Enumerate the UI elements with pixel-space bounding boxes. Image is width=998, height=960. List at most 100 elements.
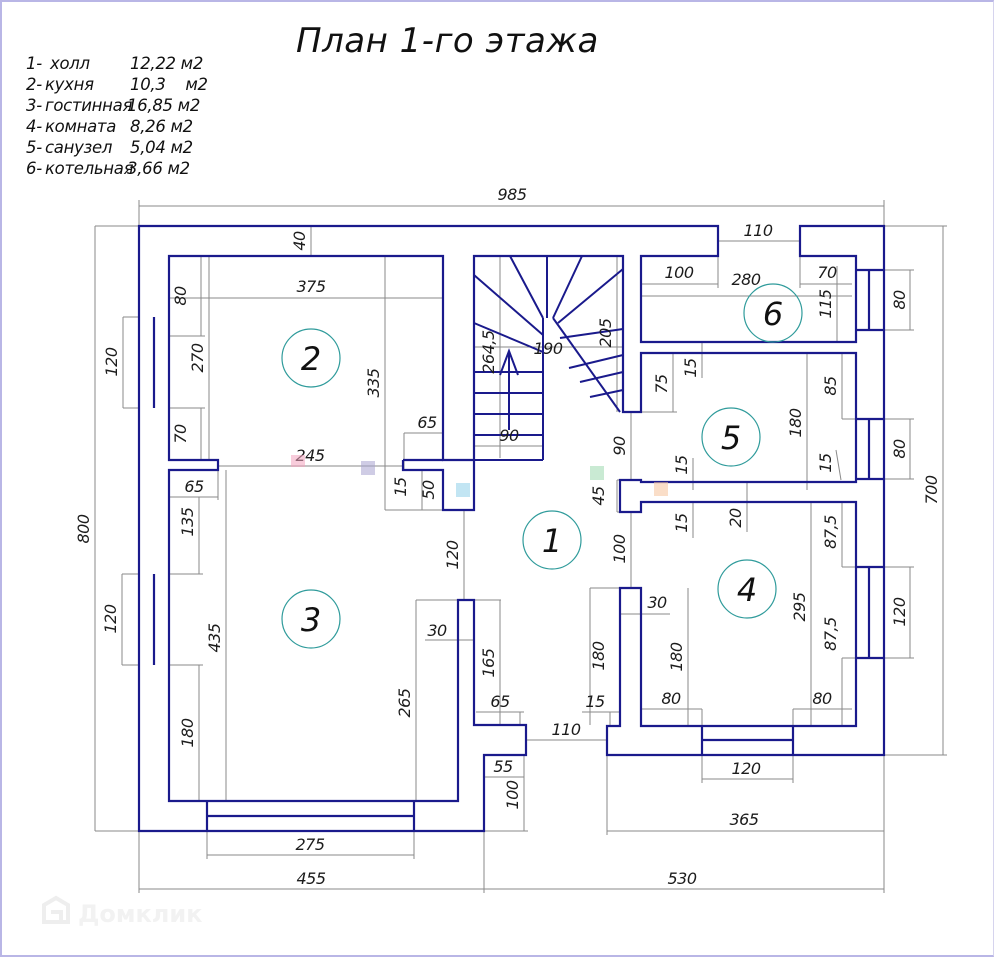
dim-r3-height: 435 [205, 623, 224, 652]
room-circle [281, 328, 341, 388]
dim-line-overall-height-left [94, 225, 139, 832]
dim-line-r6-left [641, 256, 719, 288]
dim-line-r5-right-top [841, 353, 856, 420]
dim-stair-width: 190 [533, 339, 562, 358]
dim-line-r3-stub [169, 470, 219, 500]
dim-r5-bottom: 15 [816, 453, 835, 473]
room-circle [522, 510, 582, 570]
dim-overall-height-left: 800 [74, 514, 93, 543]
window-room4-right [856, 565, 884, 660]
dim-wall15: 15 [391, 477, 410, 497]
dim-r5-right-top: 85 [821, 376, 840, 396]
dim-hall-left15: 15 [585, 692, 605, 711]
marker-green [590, 466, 604, 480]
dim-hall-pier: 165 [479, 648, 498, 677]
marker-blue [456, 483, 470, 497]
dim-line-overall-width [138, 200, 885, 226]
dim-r5-left-gap: 90 [610, 436, 629, 456]
dim-r2-height: 335 [364, 368, 383, 397]
kitchen-hall-wall [401, 458, 476, 512]
legend-num: 6- [26, 159, 42, 178]
dim-line-r4-bl [641, 708, 703, 726]
dim-top-wall: 40 [290, 231, 309, 251]
dim-r6-right: 70 [817, 263, 837, 282]
dim-r4-top-right: 87,5 [821, 515, 840, 549]
dim-line-overall-height-right [884, 225, 947, 756]
dim-line-r2-low [169, 407, 205, 460]
dim-line-window-bottom-right [701, 755, 794, 783]
dim-r3-top: 135 [178, 507, 197, 536]
dim-window-bottom-right: 120 [731, 759, 760, 778]
dim-r6-window: 80 [890, 290, 909, 310]
dim-r4-br: 80 [812, 689, 832, 708]
room-markers: 1 2 3 4 5 6 [281, 283, 803, 649]
dim-hall-step: 65 [490, 692, 510, 711]
plan-title: План 1-го этажа [296, 21, 599, 61]
legend-item: 3- гостинная 16,85 м2 [26, 96, 200, 115]
outer-wall [137, 224, 886, 833]
dim-line-r5-top-gap [641, 353, 677, 413]
dim-line-porch [484, 755, 528, 832]
dim-bottom-right-inner: 365 [729, 810, 758, 829]
legend-area: 3,66 м2 [127, 159, 190, 178]
dim-line-r5-window [884, 418, 914, 480]
room-circle [281, 589, 341, 649]
dim-line-r3-bottom [169, 664, 203, 801]
dimension-labels: 985 455 530 365 275 120 110 100 280 70 3… [74, 185, 941, 888]
dim-r2-low: 70 [171, 424, 190, 444]
dim-hall-left: 180 [589, 641, 608, 670]
dim-r6-height: 115 [816, 289, 835, 318]
dim-r4-window: 120 [890, 597, 909, 626]
legend-item: 4- комната 8,26 м2 [26, 117, 193, 136]
dim-line-r3-top [169, 497, 203, 575]
room-marker-3: 3 [281, 589, 341, 649]
room-number: 1 [542, 522, 562, 560]
stair-outline [473, 256, 544, 461]
dim-overall-width: 985 [497, 185, 526, 204]
dim-line-r4-bottom-right [841, 657, 856, 726]
window-boiler [856, 268, 884, 332]
room-marker-4: 4 [717, 559, 777, 619]
legend-area: 5,04 м2 [130, 138, 193, 157]
dim-r4-left: 180 [667, 642, 686, 671]
legend-name: санузел [45, 138, 113, 157]
dim-r6-width: 280 [731, 270, 760, 289]
dim-line-r3-right [415, 599, 458, 801]
window-living-bottom [205, 801, 416, 831]
stair-winders [473, 255, 624, 353]
dim-r2-window: 120 [102, 347, 121, 376]
room-number: 4 [737, 571, 757, 609]
room-circle [701, 407, 761, 467]
marker-purple [361, 461, 375, 475]
room-marker-2: 2 [281, 328, 341, 388]
room-legend: 1- холл 12,22 м2 2- кухня 10,3 м2 3- гос… [26, 54, 208, 178]
legend-num: 5- [26, 138, 42, 157]
dim-line-r4-br [792, 708, 852, 726]
dim-line-window-bottom-left [206, 831, 415, 859]
marker-pink [291, 455, 305, 467]
walls [137, 224, 886, 833]
legend-item: 1- холл 12,22 м2 [26, 54, 203, 73]
stair-direction-arrow-icon [499, 348, 519, 430]
legend-area: 16,85 м2 [127, 96, 200, 115]
dim-r5-lower: 15 [672, 455, 691, 475]
dim-top-opening: 110 [743, 221, 772, 240]
dim-entrance: 110 [551, 720, 580, 739]
legend-name: котельная [45, 159, 134, 178]
dim-r2-mid: 270 [188, 343, 207, 372]
stair-diagonal [552, 317, 621, 413]
window-room4-bottom [700, 726, 795, 755]
legend-item: 5- санузел 5,04 м2 [26, 138, 193, 157]
dim-stair-flight: 264,5 [479, 330, 498, 374]
room-marker-5: 5 [701, 407, 761, 467]
dim-r2-top: 80 [171, 286, 190, 306]
legend-area: 12,22 м2 [130, 54, 203, 73]
dim-line-bottom-split [138, 755, 885, 893]
dim-r5-height: 180 [786, 408, 805, 437]
legend-item: 2- кухня 10,3 м2 [26, 75, 208, 94]
windows [152, 268, 884, 831]
legend-num: 2- [26, 75, 42, 94]
staircase [473, 255, 624, 461]
dim-wall50: 50 [419, 480, 438, 500]
dim-r4-bl: 80 [661, 689, 681, 708]
